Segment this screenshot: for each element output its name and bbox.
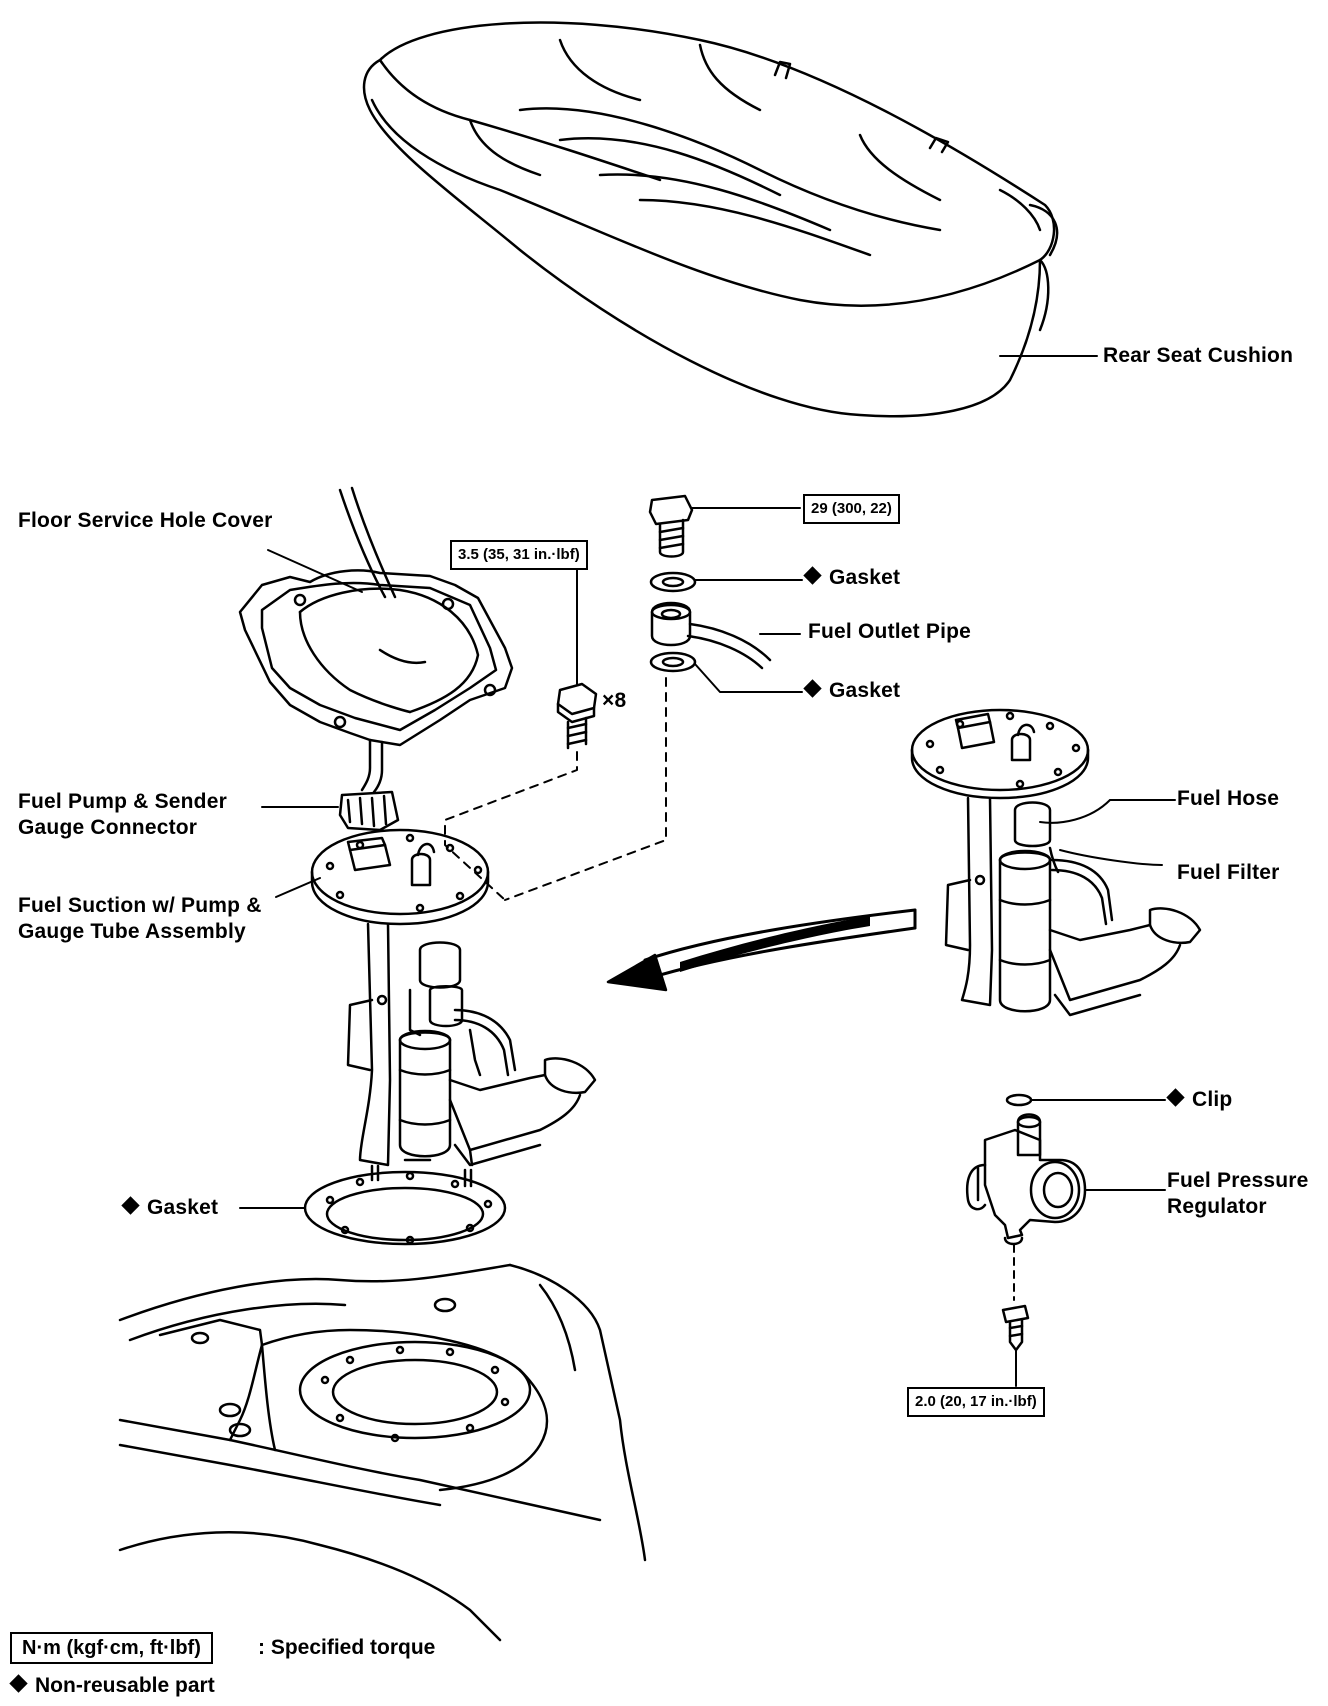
- label-fuel-pressure-regulator: Fuel Pressure Regulator: [1167, 1168, 1309, 1220]
- non-reusable-diamond-icon: [803, 566, 822, 585]
- label-clip-text: Clip: [1192, 1088, 1233, 1111]
- label-fuel-outlet-pipe: Fuel Outlet Pipe: [808, 620, 972, 643]
- fuel-outlet-parts-illustration: [504, 494, 803, 901]
- fuel-suction-assembly-illustration: [310, 828, 597, 1167]
- label-fuel-pressure-regulator-line2: Regulator: [1167, 1195, 1267, 1218]
- clip-illustration: [1005, 1093, 1166, 1107]
- label-fuel-pump-connector-line2: Gauge Connector: [18, 816, 198, 839]
- label-gasket-bottom: Gasket: [121, 1195, 219, 1221]
- legend-non-reusable: Non-reusable part: [9, 1672, 215, 1700]
- label-gasket-mid-text: Gasket: [829, 679, 901, 702]
- pump-subassembly-illustration: [910, 708, 1202, 1017]
- label-rear-seat-cushion: Rear Seat Cushion: [1103, 344, 1294, 367]
- assembly-direction-arrow: [606, 908, 917, 992]
- legend-torque-box: N·m (kgf·cm, ft·lbf): [10, 1632, 213, 1664]
- label-gasket-top: Gasket: [803, 565, 901, 591]
- non-reusable-diamond-icon: [1166, 1088, 1185, 1107]
- torque-cover-bolt: 3.5 (35, 31 in.·lbf): [450, 540, 588, 570]
- torque-regulator-screw: 2.0 (20, 17 in.·lbf): [907, 1387, 1045, 1417]
- suction-leader: [275, 877, 321, 898]
- label-floor-service-hole-cover: Floor Service Hole Cover: [18, 509, 273, 532]
- floor-pan-illustration: [118, 1263, 647, 1642]
- legend-non-reusable-text: Non-reusable part: [35, 1674, 215, 1697]
- label-fuel-pressure-regulator-line1: Fuel Pressure: [1167, 1169, 1309, 1192]
- rear-seat-cushion-illustration: [362, 21, 1098, 418]
- label-gasket-mid: Gasket: [803, 678, 901, 704]
- label-fuel-suction-line1: Fuel Suction w/ Pump &: [18, 894, 262, 917]
- torque-outlet-bolt: 29 (300, 22): [803, 494, 900, 524]
- cover-bolt-illustration: [444, 555, 598, 901]
- floor-service-hole-cover-illustration: [238, 486, 514, 832]
- non-reusable-diamond-icon: [121, 1196, 140, 1215]
- fuel-pressure-regulator-illustration: [966, 1113, 1166, 1387]
- label-fuel-pump-connector-line1: Fuel Pump & Sender: [18, 790, 227, 813]
- label-fuel-suction-line2: Gauge Tube Assembly: [18, 920, 246, 943]
- label-gasket-bottom-text: Gasket: [147, 1196, 219, 1219]
- label-clip: Clip: [1166, 1087, 1233, 1113]
- label-fuel-filter: Fuel Filter: [1177, 861, 1280, 884]
- label-fuel-hose: Fuel Hose: [1177, 787, 1280, 810]
- non-reusable-diamond-icon: [803, 679, 822, 698]
- label-bolt-quantity: ×8: [602, 689, 627, 712]
- non-reusable-diamond-icon: [9, 1674, 28, 1693]
- label-gasket-top-text: Gasket: [829, 566, 901, 589]
- bottom-gasket-illustration: [239, 1164, 507, 1246]
- label-fuel-suction-assembly: Fuel Suction w/ Pump & Gauge Tube Assemb…: [18, 893, 262, 945]
- legend-torque-description: : Specified torque: [258, 1636, 436, 1659]
- label-fuel-pump-connector: Fuel Pump & Sender Gauge Connector: [18, 789, 227, 841]
